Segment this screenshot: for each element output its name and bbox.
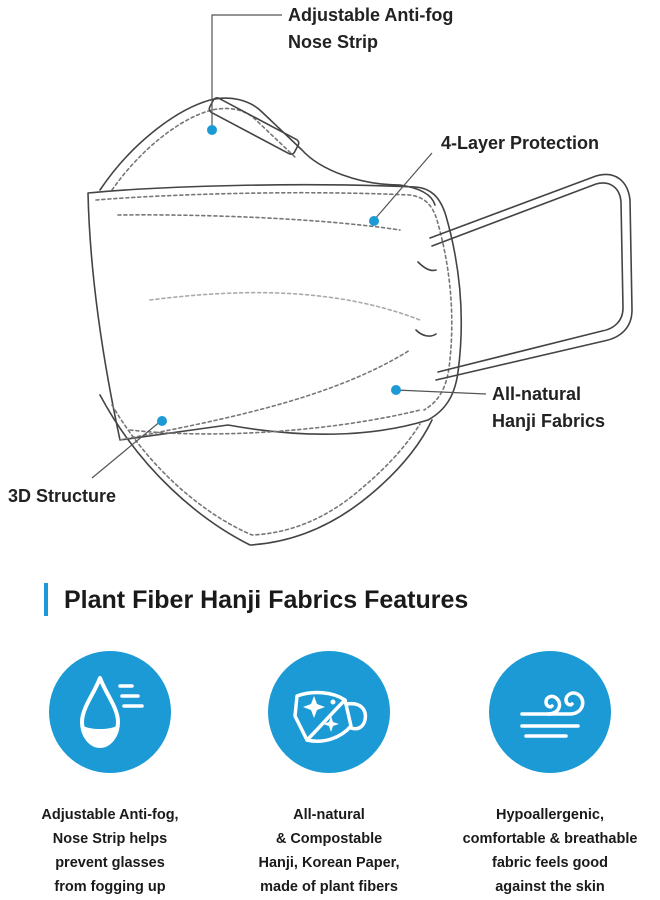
feature-anti-fog-text: Adjustable Anti-fog, Nose Strip helps pr…	[0, 803, 220, 899]
feature-line: from fogging up	[54, 879, 166, 895]
callout-layer-protection: 4-Layer Protection	[441, 130, 599, 157]
mask-front-panel	[87, 183, 462, 441]
feature-line: All-natural	[293, 807, 365, 823]
heading-accent-bar	[44, 583, 48, 616]
feature-line: Nose Strip helps	[52, 831, 168, 847]
ear-loop	[429, 173, 633, 381]
layer-dot	[369, 216, 379, 226]
feature-line: & Compostable	[275, 831, 383, 847]
hanji-dot	[391, 385, 401, 395]
feature-compostable: All-natural & Compostable Hanji, Korean …	[219, 650, 439, 899]
feature-line: made of plant fibers	[260, 879, 398, 895]
mask-chin-panel	[99, 394, 433, 546]
feature-compostable-text: All-natural & Compostable Hanji, Korean …	[219, 803, 439, 899]
callout-nose-strip: Adjustable Anti-fog Nose Strip	[288, 2, 453, 56]
section-heading: Plant Fiber Hanji Fabrics Features	[64, 586, 469, 614]
airflow-icon	[489, 651, 611, 773]
feature-line: Hypoallergenic,	[496, 807, 604, 823]
callout-nose-strip-line1: Adjustable Anti-fog	[288, 5, 454, 25]
structure-dot	[157, 416, 167, 426]
mask-diagram	[87, 14, 633, 546]
feature-line: Adjustable Anti-fog,	[41, 807, 179, 823]
callout-hanji-fabrics: All-natural Hanji Fabrics	[492, 381, 605, 435]
callout-3d-line1: 3D Structure	[8, 486, 117, 506]
feature-line: comfortable & breathable	[462, 831, 638, 847]
callout-hanji-line2: Hanji Fabrics	[492, 411, 606, 431]
water-drop-icon	[49, 651, 171, 773]
feature-line: fabric feels good	[491, 855, 609, 871]
feature-breathable-text: Hypoallergenic, comfortable & breathable…	[440, 803, 660, 899]
feature-line: prevent glasses	[55, 855, 165, 871]
feature-line: against the skin	[495, 879, 605, 895]
feature-breathable: Hypoallergenic, comfortable & breathable…	[440, 650, 660, 899]
feature-anti-fog: Adjustable Anti-fog, Nose Strip helps pr…	[0, 650, 220, 899]
nose-strip-dot	[207, 125, 217, 135]
callout-hanji-line1: All-natural	[492, 384, 582, 404]
callout-nose-strip-line2: Nose Strip	[288, 32, 379, 52]
callout-layer-line1: 4-Layer Protection	[441, 133, 600, 153]
feature-line: Hanji, Korean Paper,	[258, 855, 400, 871]
mask-icon	[268, 651, 390, 773]
callout-3d-structure: 3D Structure	[8, 483, 116, 510]
